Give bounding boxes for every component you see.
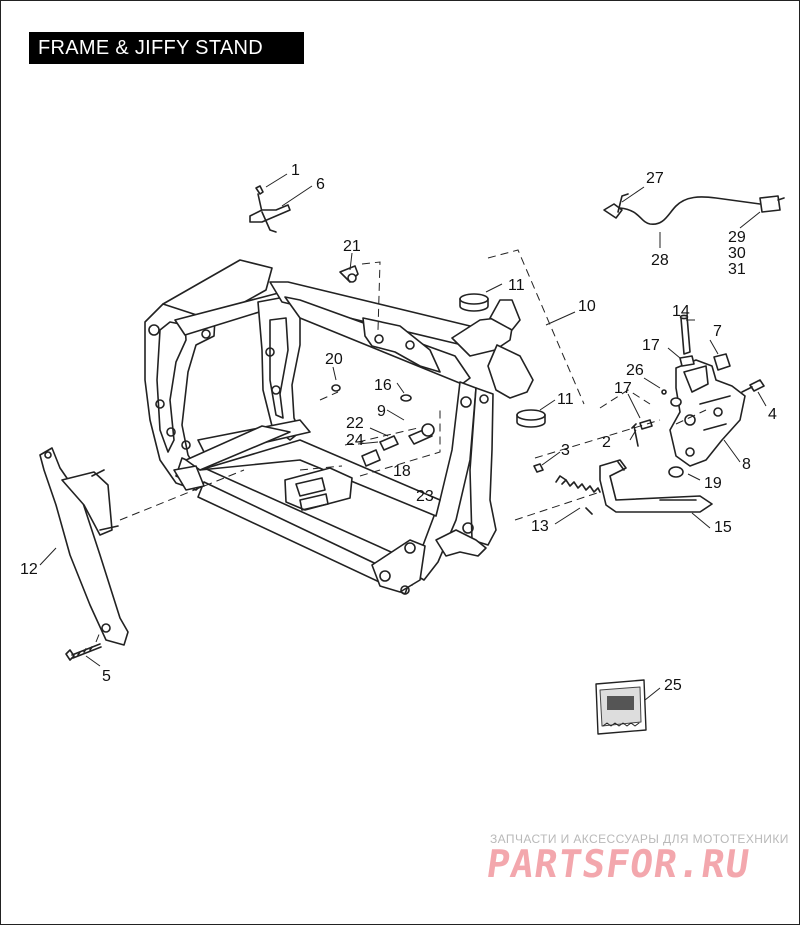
callout-11-top: 11 [508, 277, 525, 294]
callout-29: 29 [728, 229, 746, 246]
callout-20: 20 [325, 351, 343, 368]
callout-26: 26 [626, 362, 644, 379]
callout-14: 14 [672, 303, 690, 320]
part-11-bearing-bottom [516, 409, 546, 428]
callout-17-upper: 17 [642, 337, 660, 354]
small-parts-cluster [331, 384, 435, 467]
alignment-lines [95, 249, 707, 643]
callout-19: 19 [704, 475, 722, 492]
callout-13: 13 [531, 518, 549, 535]
callout-6: 6 [316, 176, 325, 193]
part-21-fitting [339, 265, 359, 283]
part-8-mount [669, 359, 746, 467]
callout-3: 3 [561, 442, 570, 459]
part-15-jiffy-stand [599, 459, 713, 513]
part-25-decal [595, 679, 647, 735]
frame-drawing [144, 259, 534, 595]
callout-15: 15 [714, 519, 732, 536]
callout-7: 7 [713, 323, 722, 340]
callout-labels: 1 6 21 11 10 11 20 16 9 22 24 18 23 3 12… [20, 162, 777, 694]
callout-30: 30 [728, 245, 746, 262]
callout-5: 5 [102, 668, 111, 685]
callout-31: 31 [728, 261, 746, 278]
callout-4: 4 [768, 406, 777, 423]
callout-25: 25 [664, 677, 682, 694]
callout-28: 28 [651, 252, 669, 269]
callout-23: 23 [416, 488, 434, 505]
callout-8: 8 [742, 456, 751, 473]
callout-27: 27 [646, 170, 664, 187]
callout-12: 12 [20, 561, 38, 578]
part-4-bolt [741, 379, 765, 393]
callout-22: 22 [346, 415, 364, 432]
callout-1: 1 [291, 162, 300, 179]
part-14-pin [679, 314, 691, 355]
part-5-bolt [65, 643, 102, 661]
callout-9: 9 [377, 403, 386, 420]
watermark-tagline: ЗАПЧАСТИ И АКСЕССУАРЫ ДЛЯ МОТОТЕХНИКИ [490, 832, 789, 846]
part-3-pin [533, 463, 544, 473]
part-28-harness [603, 193, 785, 225]
watermark-logo: PARTSFOR.RU [483, 842, 753, 886]
part-7-bushing [713, 353, 731, 371]
callout-10: 10 [578, 298, 596, 315]
part-11-bearing-top [459, 293, 489, 312]
callout-17-lower: 17 [614, 380, 632, 397]
callout-21: 21 [343, 238, 361, 255]
callout-2: 2 [602, 434, 611, 451]
callout-16: 16 [374, 377, 392, 394]
callout-18: 18 [393, 463, 411, 480]
small-stand-parts [631, 355, 695, 478]
callout-24: 24 [346, 432, 364, 449]
part-13-spring [555, 475, 601, 515]
leader-lines [39, 173, 767, 701]
callout-11-bottom: 11 [557, 391, 574, 408]
part-6-bracket [249, 185, 291, 233]
diagram-title: FRAME & JIFFY STAND [29, 32, 304, 64]
part-12-side-cover [39, 447, 129, 646]
